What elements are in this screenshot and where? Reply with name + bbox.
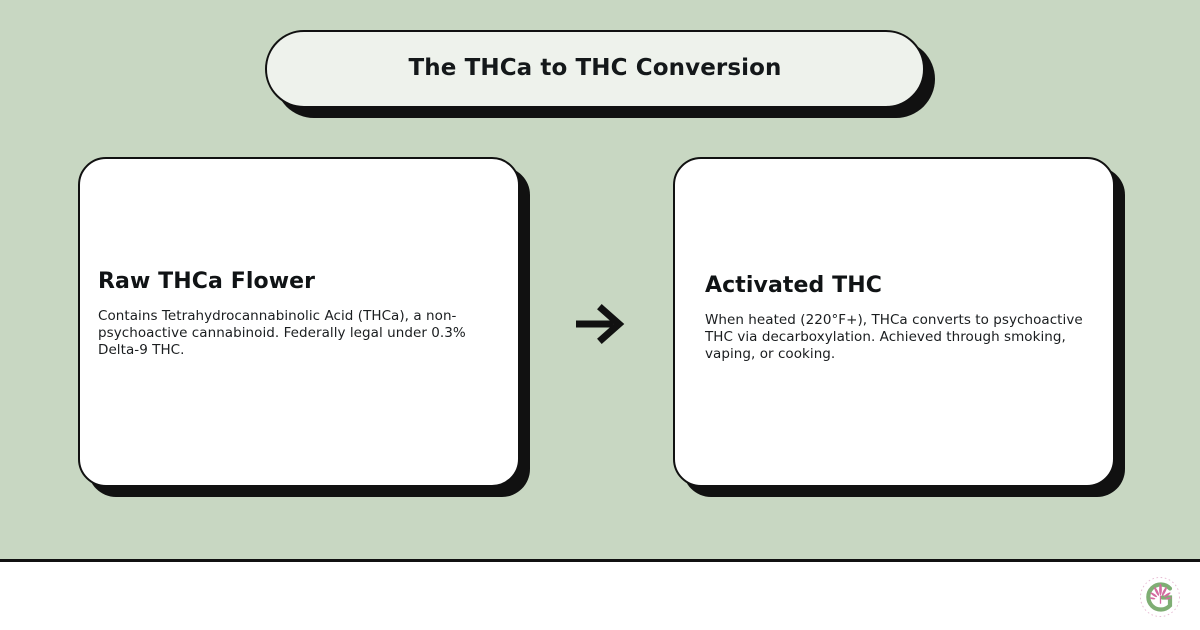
step-card-activated-thc: Activated THC When heated (220°F+), THCa… xyxy=(673,157,1115,487)
cannabis-leaf-logo xyxy=(1136,573,1184,621)
step-heading: Raw THCa Flower xyxy=(98,268,316,294)
step-card-content: Raw THCa Flower Contains Tetrahydrocanna… xyxy=(98,269,488,359)
footer-bar xyxy=(0,565,1200,630)
arrow-right-icon xyxy=(565,296,639,352)
step-heading: Activated THC xyxy=(705,272,883,298)
step-card-raw-thca: Raw THCa Flower Contains Tetrahydrocanna… xyxy=(78,157,520,487)
green-stage: The THCa to THC Conversion Raw THCa Flow… xyxy=(0,0,1200,562)
step-body: When heated (220°F+), THCa converts to p… xyxy=(705,312,1083,363)
step-body: Contains Tetrahydrocannabinolic Acid (TH… xyxy=(98,308,466,359)
title-banner: The THCa to THC Conversion xyxy=(265,30,925,108)
page-title: The THCa to THC Conversion xyxy=(408,55,782,82)
step-card-content: Activated THC When heated (220°F+), THCa… xyxy=(705,273,1085,363)
